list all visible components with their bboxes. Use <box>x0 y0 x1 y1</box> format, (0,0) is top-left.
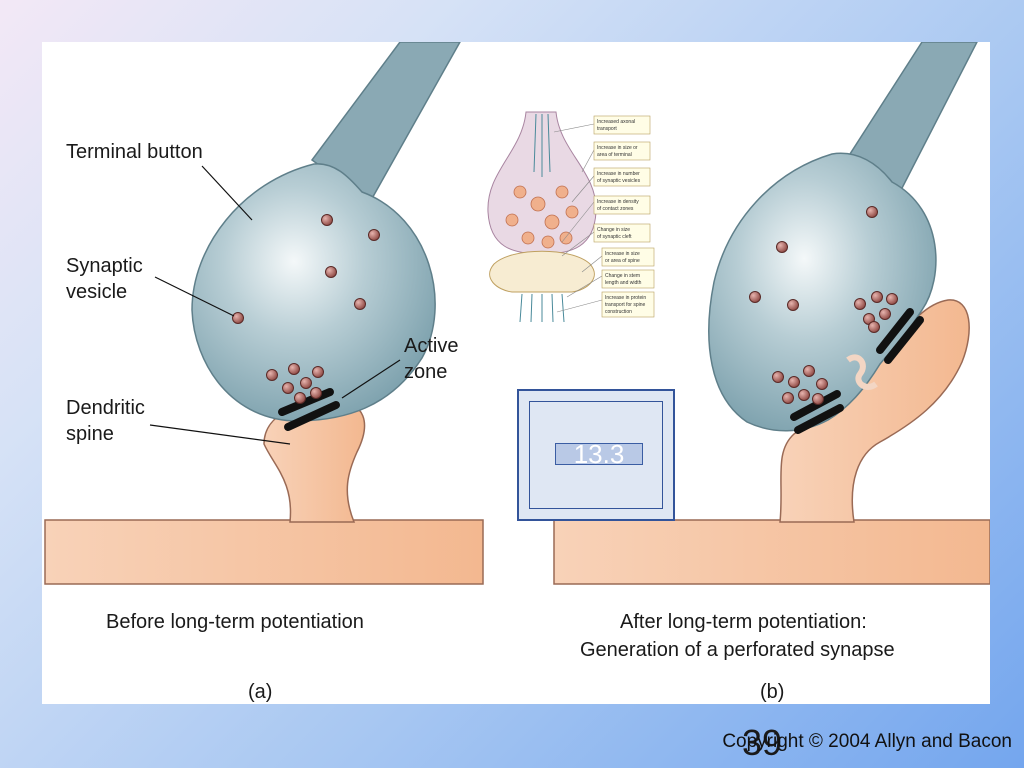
copyright-notice: Copyright © 2004 Allyn and Bacon <box>722 731 1012 752</box>
active-zone-a-2 <box>284 401 340 431</box>
inset-item-8-line3: construction <box>605 309 632 315</box>
figure-number-badge: 13.3 <box>517 389 675 521</box>
active-zone-a-1 <box>278 388 334 416</box>
perforated-cleft <box>846 354 878 390</box>
inset-item-7-line2: length and width <box>605 280 642 286</box>
inset-item-2-line1: Increase in size or <box>597 145 638 151</box>
terminal-button-b <box>708 152 937 432</box>
inset-item-4-line2: of contact zones <box>597 206 634 212</box>
inset-item-7-line1: Change in stem <box>605 273 640 279</box>
synapse-figure: Terminal button Synaptic vesicle Active … <box>42 42 990 704</box>
active-zone-b-3 <box>876 308 914 354</box>
label-active: Active <box>404 335 458 357</box>
inset-figure: Increased axonal transport Increase in s… <box>482 108 692 323</box>
inset-item-1-line2: transport <box>597 126 617 132</box>
leader-lines-a <box>149 165 401 445</box>
inset-item-5-line2: of synaptic cleft <box>597 234 632 240</box>
inset-item-6-line2: or area of spine <box>605 258 640 264</box>
label-zone: zone <box>404 361 447 383</box>
active-zone-b-4 <box>884 316 924 364</box>
vesicles-b <box>749 206 898 405</box>
label-terminal-button: Terminal button <box>66 141 203 163</box>
inset-item-2-line2: area of terminal <box>597 152 632 158</box>
caption-b-letter: (b) <box>760 681 784 703</box>
active-zone-b-1 <box>790 390 841 421</box>
caption-a-title: Before long-term potentiation <box>106 611 364 633</box>
inset-item-1-line1: Increased axonal <box>597 119 635 125</box>
figure-number: 13.3 <box>555 441 643 467</box>
label-spine: spine <box>66 423 114 445</box>
inset-fibers <box>519 113 565 323</box>
caption-b-title-line1: After long-term potentiation: <box>620 611 867 633</box>
inset-item-4-line1: Increase in density <box>597 199 639 205</box>
inset-item-8-line1: Increase in protein <box>605 295 646 301</box>
inset-item-5-line1: Change in size <box>597 227 630 233</box>
synapse-diagram: Terminal button Synaptic vesicle Active … <box>44 42 990 703</box>
active-zone-b-2 <box>794 404 844 434</box>
dendrite-shaft-a <box>44 519 484 585</box>
panel-a: Terminal button Synaptic vesicle Active … <box>44 42 484 703</box>
inset-labels: Increased axonal transport Increase in s… <box>593 115 655 318</box>
caption-a-letter: (a) <box>248 681 272 703</box>
inset-leader-lines <box>553 123 603 313</box>
inset-spine <box>489 250 595 293</box>
inset-vesicles <box>505 185 579 249</box>
slide-number: 39 <box>742 722 783 763</box>
dendrite-shaft-b <box>553 519 990 585</box>
panel-b: After long-term potentiation: Generation… <box>553 42 990 703</box>
label-dendritic: Dendritic <box>66 397 145 419</box>
inset-item-8-line2: transport for spine <box>605 302 646 308</box>
label-vesicle: vesicle <box>66 281 127 303</box>
label-synaptic: Synaptic <box>66 255 143 277</box>
badge-inner-frame <box>529 401 663 509</box>
inset-item-3-line2: of synaptic vesicles <box>597 178 641 184</box>
terminal-button-a <box>191 163 436 422</box>
caption-b-title-line2: Generation of a perforated synapse <box>580 639 895 661</box>
inset-item-3-line1: Increase in number <box>597 171 640 177</box>
inset-item-6-line1: Increase in size <box>605 251 640 257</box>
dendritic-spine-b <box>779 299 970 523</box>
vesicles-a <box>232 214 380 404</box>
